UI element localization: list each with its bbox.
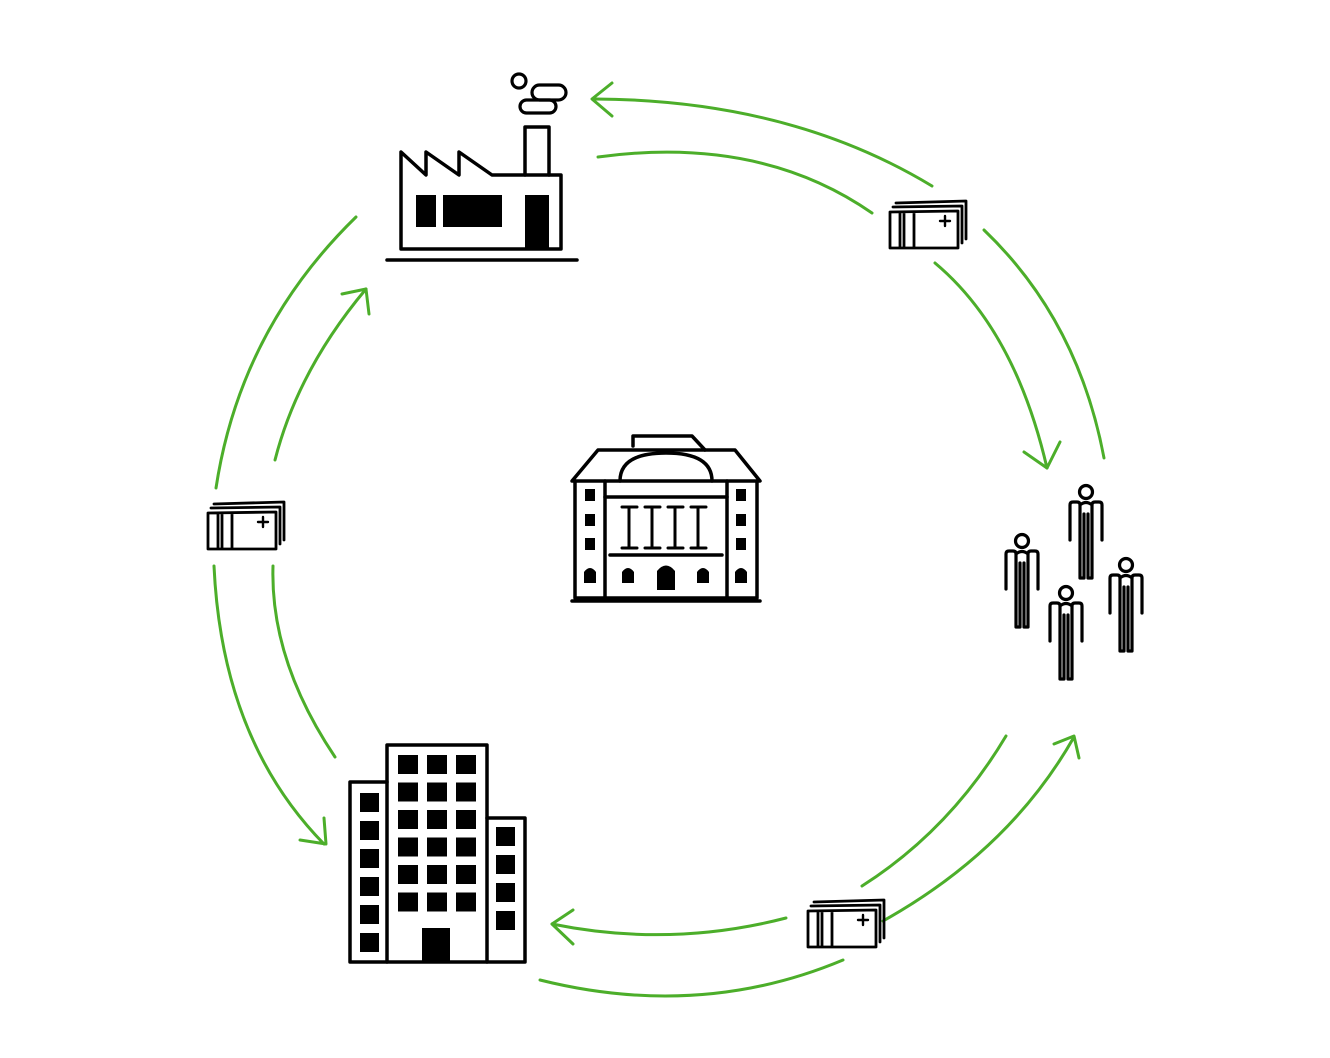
arrowhead [590,81,614,118]
building-window [496,883,515,902]
flow-arrow-2 [590,81,1106,460]
banknote-stack-icon-bottom-right [806,898,886,949]
flow-curve [881,735,1076,923]
flow-arrow-6 [538,958,845,998]
arrowhead [550,908,575,946]
central-bank-building-icon [570,434,762,603]
building-window [360,849,379,868]
arrowhead [298,816,328,846]
building-window [398,755,418,774]
flow-curve [596,150,874,215]
flow-curve [212,564,326,846]
building-window [496,827,515,846]
flow-curve [982,228,1106,460]
building-window [496,911,515,930]
building-window [398,892,418,912]
building-window [456,810,476,829]
flow-curve [933,261,1049,470]
flow-curve [273,287,368,462]
flow-arrow-7 [271,287,371,759]
building-window [398,837,418,857]
arrowhead [1022,440,1062,470]
flow-curve [271,564,337,759]
flow-arrow-3 [860,734,1008,888]
building-window [456,782,476,802]
building-window [360,877,379,896]
building-window [427,755,447,774]
building-window [427,837,447,857]
flow-arrow-4 [881,734,1081,923]
building-window [456,892,476,912]
office-building-icon [348,743,527,964]
building-window [456,755,476,774]
banknote-stack-icon-top-right [888,199,968,250]
flow-arrow-5 [550,908,788,946]
building-window [360,933,379,952]
people-group-icon [1004,483,1144,681]
arrowhead [1052,734,1081,760]
building-window [360,793,379,812]
flow-arrows [212,81,1106,998]
building-window [427,865,447,884]
building-window [427,782,447,802]
building-window [456,837,476,857]
flow-curve [550,916,788,937]
building-window [427,892,447,912]
flow-curve [860,734,1008,888]
building-window [456,865,476,884]
building-window [398,782,418,802]
building-window [427,810,447,829]
flow-curve [593,97,934,188]
building-window [360,905,379,924]
building-window [398,810,418,829]
arrowhead [340,287,371,316]
flow-curve [538,958,845,998]
factory-icon [385,72,579,262]
flow-arrow-8 [212,215,358,846]
flow-arrow-1 [596,150,1062,470]
banknote-stack-icon-left [206,500,286,551]
flow-curve [214,215,358,490]
building-window [496,855,515,874]
building-window [398,865,418,884]
building-window [360,821,379,840]
